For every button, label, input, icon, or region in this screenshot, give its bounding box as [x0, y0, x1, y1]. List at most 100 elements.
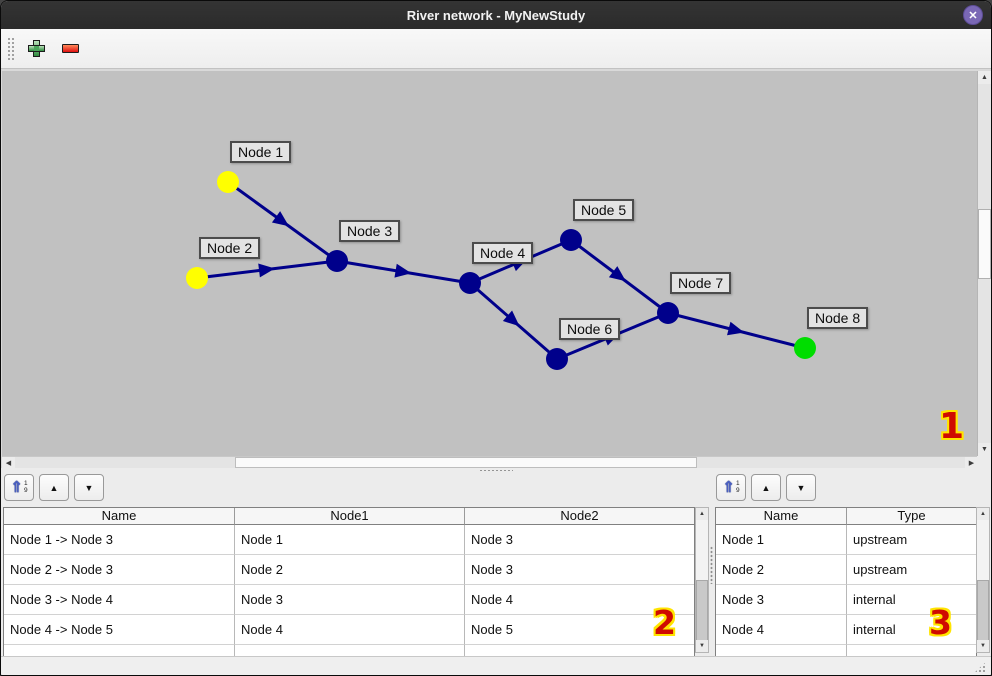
table-cell[interactable]: [235, 645, 465, 656]
canvas-horizontal-scrollbar[interactable]: ◀ ▶: [2, 456, 978, 469]
nodes-scroll-thumb[interactable]: [977, 580, 989, 642]
close-icon[interactable]: ✕: [963, 5, 983, 25]
table-cell[interactable]: Node 4: [465, 585, 694, 615]
table-cell[interactable]: [4, 645, 235, 656]
table-cell[interactable]: Node 4 -> Node 5: [4, 615, 235, 645]
canvas-hscroll-thumb[interactable]: [235, 457, 697, 468]
node-circle[interactable]: [326, 250, 348, 272]
table-cell[interactable]: Node 5: [465, 615, 694, 645]
node-label: Node 8: [807, 307, 869, 329]
scroll-up-icon[interactable]: ▲: [978, 71, 991, 84]
column-header[interactable]: Name: [4, 508, 235, 525]
branch-edge[interactable]: [196, 259, 338, 280]
table-cell[interactable]: Node 2 -> Node 3: [4, 555, 235, 585]
table-cell[interactable]: Node 4: [235, 615, 465, 645]
main-toolbar: [1, 29, 991, 69]
table-cell[interactable]: Node 2: [235, 555, 465, 585]
add-node-button[interactable]: [23, 36, 49, 62]
scrollbar-corner: [977, 456, 991, 468]
node-circle[interactable]: [217, 171, 239, 193]
table-row[interactable]: [4, 645, 694, 656]
branch-edge[interactable]: [667, 311, 806, 350]
branches-scrollbar[interactable]: ▲ ▼: [695, 507, 709, 653]
resize-grip[interactable]: [974, 661, 987, 673]
column-header[interactable]: Node1: [235, 508, 465, 525]
scroll-down-icon[interactable]: ▼: [977, 640, 989, 652]
column-header[interactable]: Node2: [465, 508, 694, 525]
vertical-splitter[interactable]: [710, 473, 713, 656]
node-circle[interactable]: [560, 229, 582, 251]
table-cell[interactable]: internal: [847, 585, 976, 615]
scroll-right-icon[interactable]: ▶: [965, 457, 978, 469]
plus-icon: [27, 40, 45, 57]
table-cell[interactable]: Node 3: [465, 555, 694, 585]
table-cell[interactable]: Node 3: [235, 585, 465, 615]
move-up-button[interactable]: ▲: [39, 474, 69, 501]
table-cell[interactable]: Node 2: [716, 555, 847, 585]
scroll-down-icon[interactable]: ▼: [696, 640, 708, 652]
canvas-vscroll-thumb[interactable]: [978, 209, 991, 279]
node-label: Node 4: [472, 242, 534, 264]
scroll-up-icon[interactable]: ▲: [977, 508, 989, 520]
horizontal-splitter[interactable]: [1, 468, 991, 473]
branch-edge[interactable]: [570, 238, 669, 315]
table-cell[interactable]: [847, 645, 976, 656]
node-circle[interactable]: [546, 348, 568, 370]
table-row[interactable]: [716, 645, 976, 656]
column-header[interactable]: Name: [716, 508, 847, 525]
table-cell[interactable]: [465, 645, 694, 656]
node-circle[interactable]: [459, 272, 481, 294]
table-cell[interactable]: Node 3 -> Node 4: [4, 585, 235, 615]
toolbar-grip-handle[interactable]: [7, 36, 15, 61]
node-label: Node 3: [339, 220, 401, 242]
node-circle[interactable]: [186, 267, 208, 289]
node-circle[interactable]: [794, 337, 816, 359]
scroll-left-icon[interactable]: ◀: [2, 457, 15, 469]
branch-edge[interactable]: [336, 259, 471, 285]
scroll-up-icon[interactable]: ▲: [696, 508, 708, 520]
table-cell[interactable]: internal: [847, 615, 976, 645]
table-cell[interactable]: Node 3: [465, 525, 694, 555]
branches-scroll-thumb[interactable]: [696, 580, 708, 642]
table-cell[interactable]: Node 1: [235, 525, 465, 555]
remove-node-button[interactable]: [57, 36, 83, 62]
move-down-button[interactable]: ▼: [74, 474, 104, 501]
node-label: Node 7: [670, 272, 732, 294]
node-circle[interactable]: [657, 302, 679, 324]
table-cell[interactable]: Node 1 -> Node 3: [4, 525, 235, 555]
table-cell[interactable]: [716, 645, 847, 656]
table-cell[interactable]: upstream: [847, 525, 976, 555]
move-up-button[interactable]: ▲: [751, 474, 781, 501]
branch-edge[interactable]: [469, 281, 558, 361]
title-bar[interactable]: River network - MyNewStudy ✕: [1, 1, 991, 29]
table-cell[interactable]: Node 1: [716, 525, 847, 555]
nodes-scrollbar[interactable]: ▲ ▼: [976, 507, 990, 653]
scroll-down-icon[interactable]: ▼: [978, 443, 991, 456]
move-down-button[interactable]: ▼: [786, 474, 816, 501]
branch-edge[interactable]: [227, 180, 338, 263]
canvas-vertical-scrollbar[interactable]: ▲ ▼: [977, 71, 991, 456]
table-cell[interactable]: Node 3: [716, 585, 847, 615]
table-cell[interactable]: upstream: [847, 555, 976, 585]
column-header[interactable]: Type: [847, 508, 976, 525]
table-cell[interactable]: Node 4: [716, 615, 847, 645]
